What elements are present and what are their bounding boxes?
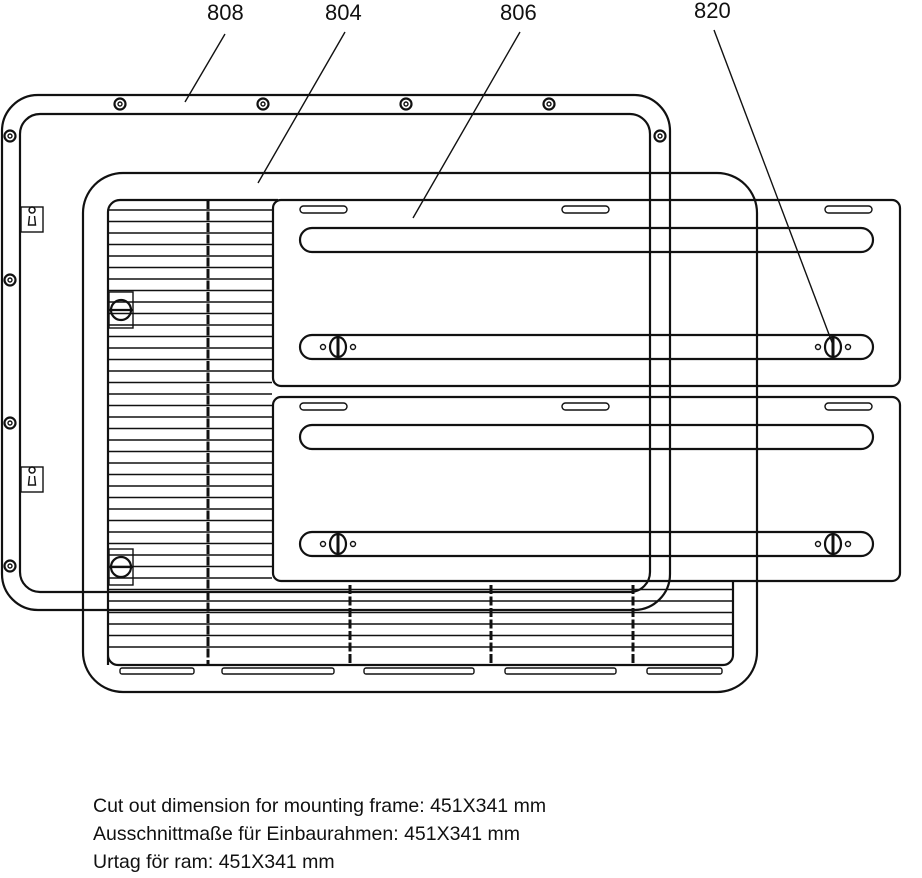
- screw-center: [7, 563, 13, 569]
- screw-ring: [653, 129, 667, 143]
- screw-icon: [113, 97, 127, 111]
- screw-ring: [3, 559, 17, 573]
- screw-icon: [3, 273, 17, 287]
- caption-line-en: Cut out dimension for mounting frame: 45…: [93, 795, 547, 817]
- cover-top-slot: [824, 402, 873, 411]
- fastener-dot: [319, 343, 327, 351]
- fastener-dot: [319, 540, 327, 548]
- fastener-dot: [349, 343, 357, 351]
- screw-icon: [3, 416, 17, 430]
- grille-latch: [108, 291, 134, 329]
- screw-center: [657, 133, 663, 139]
- grille-foot: [504, 667, 617, 675]
- quarter-turn-fastener-icon: [319, 532, 357, 556]
- cover-fastener-bar: [298, 530, 875, 558]
- cover-outline: [271, 198, 902, 388]
- frame-screws: [3, 97, 667, 573]
- caption-line-sv: Urtag för ram: 451X341 mm: [93, 851, 335, 873]
- cover-fastener-bar: [298, 333, 875, 361]
- keyhole-bracket: [20, 466, 44, 493]
- screw-center: [260, 101, 266, 107]
- grille-slats: [108, 200, 733, 665]
- cover-top-slot: [561, 205, 610, 214]
- cover-outline: [271, 395, 902, 583]
- keyhole-bracket: [20, 206, 44, 233]
- grille-feet: [119, 667, 723, 675]
- cover-vent-slot: [298, 226, 875, 254]
- cover-panel: [271, 198, 902, 388]
- fastener-dot: [349, 540, 357, 548]
- grille-foot: [119, 667, 195, 675]
- screw-center: [546, 101, 552, 107]
- screw-icon: [3, 129, 17, 143]
- winter-covers: [271, 198, 902, 583]
- grille-foot: [221, 667, 335, 675]
- cover-top-slot: [824, 205, 873, 214]
- leader-820: [713, 29, 834, 346]
- screw-ring: [399, 97, 413, 111]
- mounting-frame: [0, 93, 672, 612]
- screw-ring: [3, 129, 17, 143]
- leader-808: [184, 33, 226, 103]
- label-806: 806: [500, 0, 537, 25]
- leader-804: [257, 31, 346, 184]
- label-804: 804: [325, 0, 362, 25]
- screw-ring: [3, 273, 17, 287]
- quarter-turn-fastener-icon: [814, 532, 852, 556]
- grille-foot: [646, 667, 723, 675]
- grille-body: [81, 171, 759, 694]
- fastener-dot: [814, 343, 822, 351]
- screw-icon: [653, 129, 667, 143]
- cover-top-slot: [561, 402, 610, 411]
- quarter-turn-fastener-icon: [319, 335, 357, 359]
- grille-foot: [363, 667, 475, 675]
- screw-center: [7, 420, 13, 426]
- cover-panel: [271, 395, 902, 583]
- screw-icon: [3, 559, 17, 573]
- screw-icon: [542, 97, 556, 111]
- grille-latch: [108, 548, 134, 586]
- screw-center: [403, 101, 409, 107]
- screw-icon: [256, 97, 270, 111]
- screw-ring: [113, 97, 127, 111]
- label-808: 808: [207, 0, 244, 25]
- cover-top-slot: [299, 205, 348, 214]
- cover-top-slot: [299, 402, 348, 411]
- screw-ring: [3, 416, 17, 430]
- fastener-dot: [844, 540, 852, 548]
- screw-icon: [399, 97, 413, 111]
- quarter-turn-fastener-icon: [814, 335, 852, 359]
- leader-806: [412, 31, 521, 219]
- fastener-dot: [844, 343, 852, 351]
- screw-ring: [256, 97, 270, 111]
- fastener-dot: [814, 540, 822, 548]
- screw-center: [117, 101, 123, 107]
- screw-center: [7, 133, 13, 139]
- label-820: 820: [694, 0, 731, 23]
- cover-vent-slot: [298, 423, 875, 451]
- screw-center: [7, 277, 13, 283]
- screw-ring: [542, 97, 556, 111]
- caption-line-de: Ausschnittmaße für Einbaurahmen: 451X341…: [93, 823, 521, 845]
